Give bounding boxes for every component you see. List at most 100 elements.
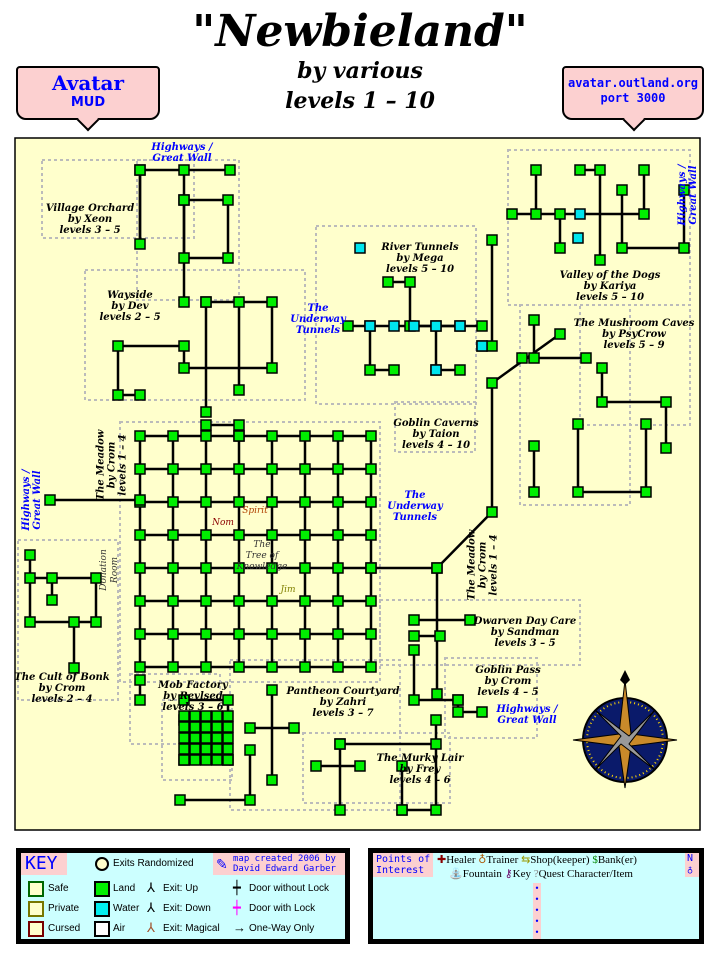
map-room[interactable]: [596, 396, 608, 408]
map-room[interactable]: [660, 396, 672, 408]
map-room[interactable]: [288, 722, 300, 734]
map-room[interactable]: [222, 721, 234, 733]
map-room[interactable]: [454, 364, 466, 376]
map-room[interactable]: [244, 744, 256, 756]
map-room[interactable]: [332, 430, 344, 442]
map-room[interactable]: [616, 184, 628, 196]
map-room[interactable]: [266, 496, 278, 508]
map-room[interactable]: [299, 430, 311, 442]
map-room[interactable]: [233, 496, 245, 508]
map-room[interactable]: [178, 743, 190, 755]
map-room[interactable]: [200, 628, 212, 640]
map-room[interactable]: [452, 706, 464, 718]
map-room[interactable]: [332, 463, 344, 475]
map-room[interactable]: [408, 614, 420, 626]
map-room[interactable]: [660, 442, 672, 454]
map-room[interactable]: [233, 562, 245, 574]
map-room[interactable]: [200, 754, 212, 766]
map-room[interactable]: [365, 430, 377, 442]
map-room[interactable]: [134, 595, 146, 607]
map-room[interactable]: [454, 320, 466, 332]
map-room[interactable]: [134, 494, 146, 506]
map-room[interactable]: [266, 595, 278, 607]
map-room[interactable]: [200, 529, 212, 541]
map-room[interactable]: [299, 595, 311, 607]
map-room[interactable]: [178, 694, 190, 706]
map-room[interactable]: [431, 688, 443, 700]
map-room[interactable]: [200, 743, 212, 755]
map-room[interactable]: [134, 562, 146, 574]
map-room[interactable]: [134, 389, 146, 401]
map-room[interactable]: [464, 614, 476, 626]
map-room[interactable]: [200, 430, 212, 442]
map-room[interactable]: [430, 364, 442, 376]
map-room[interactable]: [572, 232, 584, 244]
map-room[interactable]: [112, 340, 124, 352]
map-room[interactable]: [332, 496, 344, 508]
map-room[interactable]: [332, 595, 344, 607]
map-room[interactable]: [486, 506, 498, 518]
map-room[interactable]: [189, 743, 201, 755]
map-room[interactable]: [211, 754, 223, 766]
map-room[interactable]: [233, 595, 245, 607]
map-room[interactable]: [200, 661, 212, 673]
map-room[interactable]: [365, 496, 377, 508]
map-room[interactable]: [200, 732, 212, 744]
map-room[interactable]: [200, 710, 212, 722]
map-room[interactable]: [266, 529, 278, 541]
map-room[interactable]: [408, 694, 420, 706]
map-room[interactable]: [266, 362, 278, 374]
map-room[interactable]: [580, 352, 592, 364]
map-room[interactable]: [134, 529, 146, 541]
map-room[interactable]: [530, 164, 542, 176]
map-room[interactable]: [167, 463, 179, 475]
map-room[interactable]: [178, 721, 190, 733]
zone-label[interactable]: Highways /Great Wall: [496, 704, 557, 726]
map-room[interactable]: [310, 760, 322, 772]
map-room[interactable]: [222, 694, 234, 706]
map-room[interactable]: [222, 710, 234, 722]
map-room[interactable]: [365, 628, 377, 640]
map-room[interactable]: [233, 628, 245, 640]
map-room[interactable]: [266, 463, 278, 475]
map-room[interactable]: [408, 630, 420, 642]
map-room[interactable]: [299, 628, 311, 640]
map-room[interactable]: [167, 430, 179, 442]
map-room[interactable]: [134, 238, 146, 250]
map-room[interactable]: [174, 794, 186, 806]
map-room[interactable]: [200, 406, 212, 418]
map-room[interactable]: [167, 628, 179, 640]
map-room[interactable]: [178, 362, 190, 374]
map-room[interactable]: [266, 296, 278, 308]
map-room[interactable]: [222, 732, 234, 744]
map-room[interactable]: [167, 529, 179, 541]
map-room[interactable]: [596, 362, 608, 374]
map-room[interactable]: [68, 662, 80, 674]
map-room[interactable]: [189, 754, 201, 766]
map-room[interactable]: [178, 252, 190, 264]
map-room[interactable]: [430, 714, 442, 726]
map-room[interactable]: [233, 529, 245, 541]
map-room[interactable]: [266, 774, 278, 786]
map-room[interactable]: [178, 754, 190, 766]
map-room[interactable]: [134, 694, 146, 706]
map-room[interactable]: [266, 661, 278, 673]
map-room[interactable]: [222, 194, 234, 206]
map-room[interactable]: [354, 242, 366, 254]
map-room[interactable]: [365, 562, 377, 574]
map-room[interactable]: [388, 364, 400, 376]
map-room[interactable]: [506, 208, 518, 220]
zone-label[interactable]: Highways /Great Wall: [151, 142, 212, 164]
map-room[interactable]: [572, 486, 584, 498]
map-room[interactable]: [476, 320, 488, 332]
map-room[interactable]: [266, 562, 278, 574]
map-room[interactable]: [134, 430, 146, 442]
map-room[interactable]: [382, 276, 394, 288]
map-room[interactable]: [388, 320, 400, 332]
map-room[interactable]: [167, 496, 179, 508]
map-room[interactable]: [365, 529, 377, 541]
map-room[interactable]: [408, 644, 420, 656]
map-room[interactable]: [554, 208, 566, 220]
map-room[interactable]: [342, 320, 354, 332]
map-room[interactable]: [200, 595, 212, 607]
